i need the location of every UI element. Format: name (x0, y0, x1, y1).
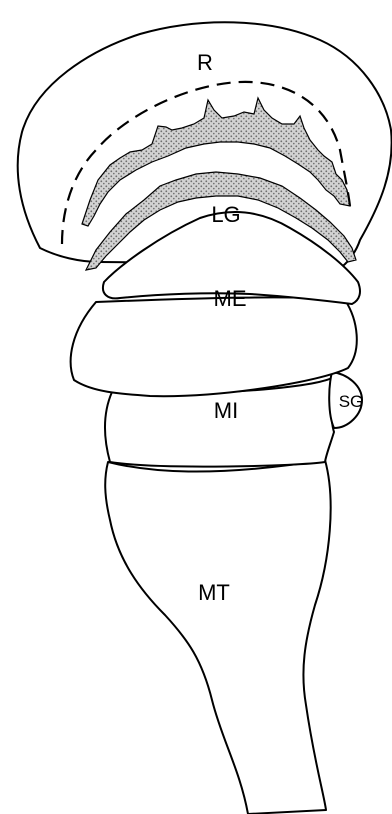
label-sg: SG (339, 392, 364, 411)
label-r: R (197, 50, 213, 75)
medulla-terminalis-region (105, 460, 330, 814)
medulla-externa-region (71, 297, 357, 396)
label-lg: LG (211, 202, 240, 227)
label-mi: MI (214, 398, 238, 423)
label-me: ME (214, 286, 247, 311)
label-mt: MT (198, 580, 230, 605)
